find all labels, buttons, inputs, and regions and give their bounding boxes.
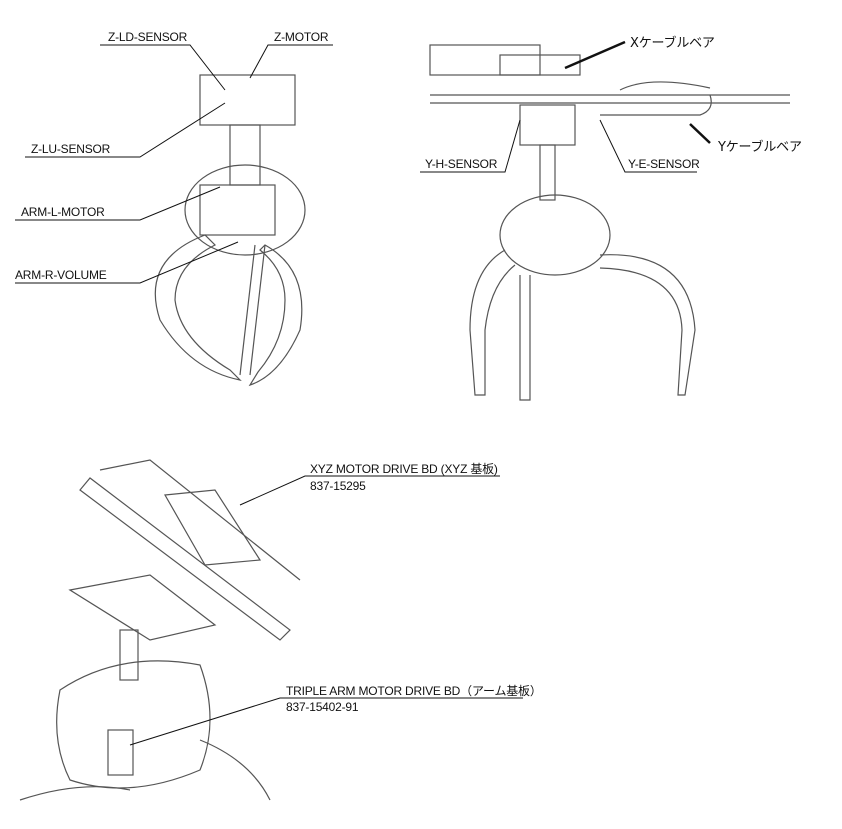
- label-y-h-sensor: Y-H-SENSOR: [425, 157, 498, 171]
- label-z-ld-sensor: Z-LD-SENSOR: [108, 30, 188, 44]
- label-arm-part-number: 837-15402-91: [286, 700, 359, 714]
- label-triple-arm-motor-drive-bd: TRIPLE ARM MOTOR DRIVE BD（アーム基板）: [286, 684, 542, 698]
- leader-lines: [15, 40, 711, 746]
- label-arm-r-volume: ARM-R-VOLUME: [15, 268, 107, 282]
- label-y-e-sensor: Y-E-SENSOR: [628, 157, 700, 171]
- label-xyz-part-number: 837-15295: [310, 479, 366, 493]
- label-arm-l-motor: ARM-L-MOTOR: [21, 205, 105, 219]
- gantry-assembly-right: [429, 44, 790, 401]
- label-x-cable-carrier: Xケーブルベア: [630, 36, 715, 51]
- label-xyz-motor-drive-bd: XYZ MOTOR DRIVE BD (XYZ 基板): [310, 462, 498, 476]
- arm-assembly-left: [154, 74, 306, 387]
- label-z-lu-sensor: Z-LU-SENSOR: [31, 142, 111, 156]
- label-y-cable-carrier: Yケーブルベア: [718, 140, 802, 155]
- label-z-motor: Z-MOTOR: [274, 30, 329, 44]
- gantry-assembly-bottom: [19, 459, 301, 801]
